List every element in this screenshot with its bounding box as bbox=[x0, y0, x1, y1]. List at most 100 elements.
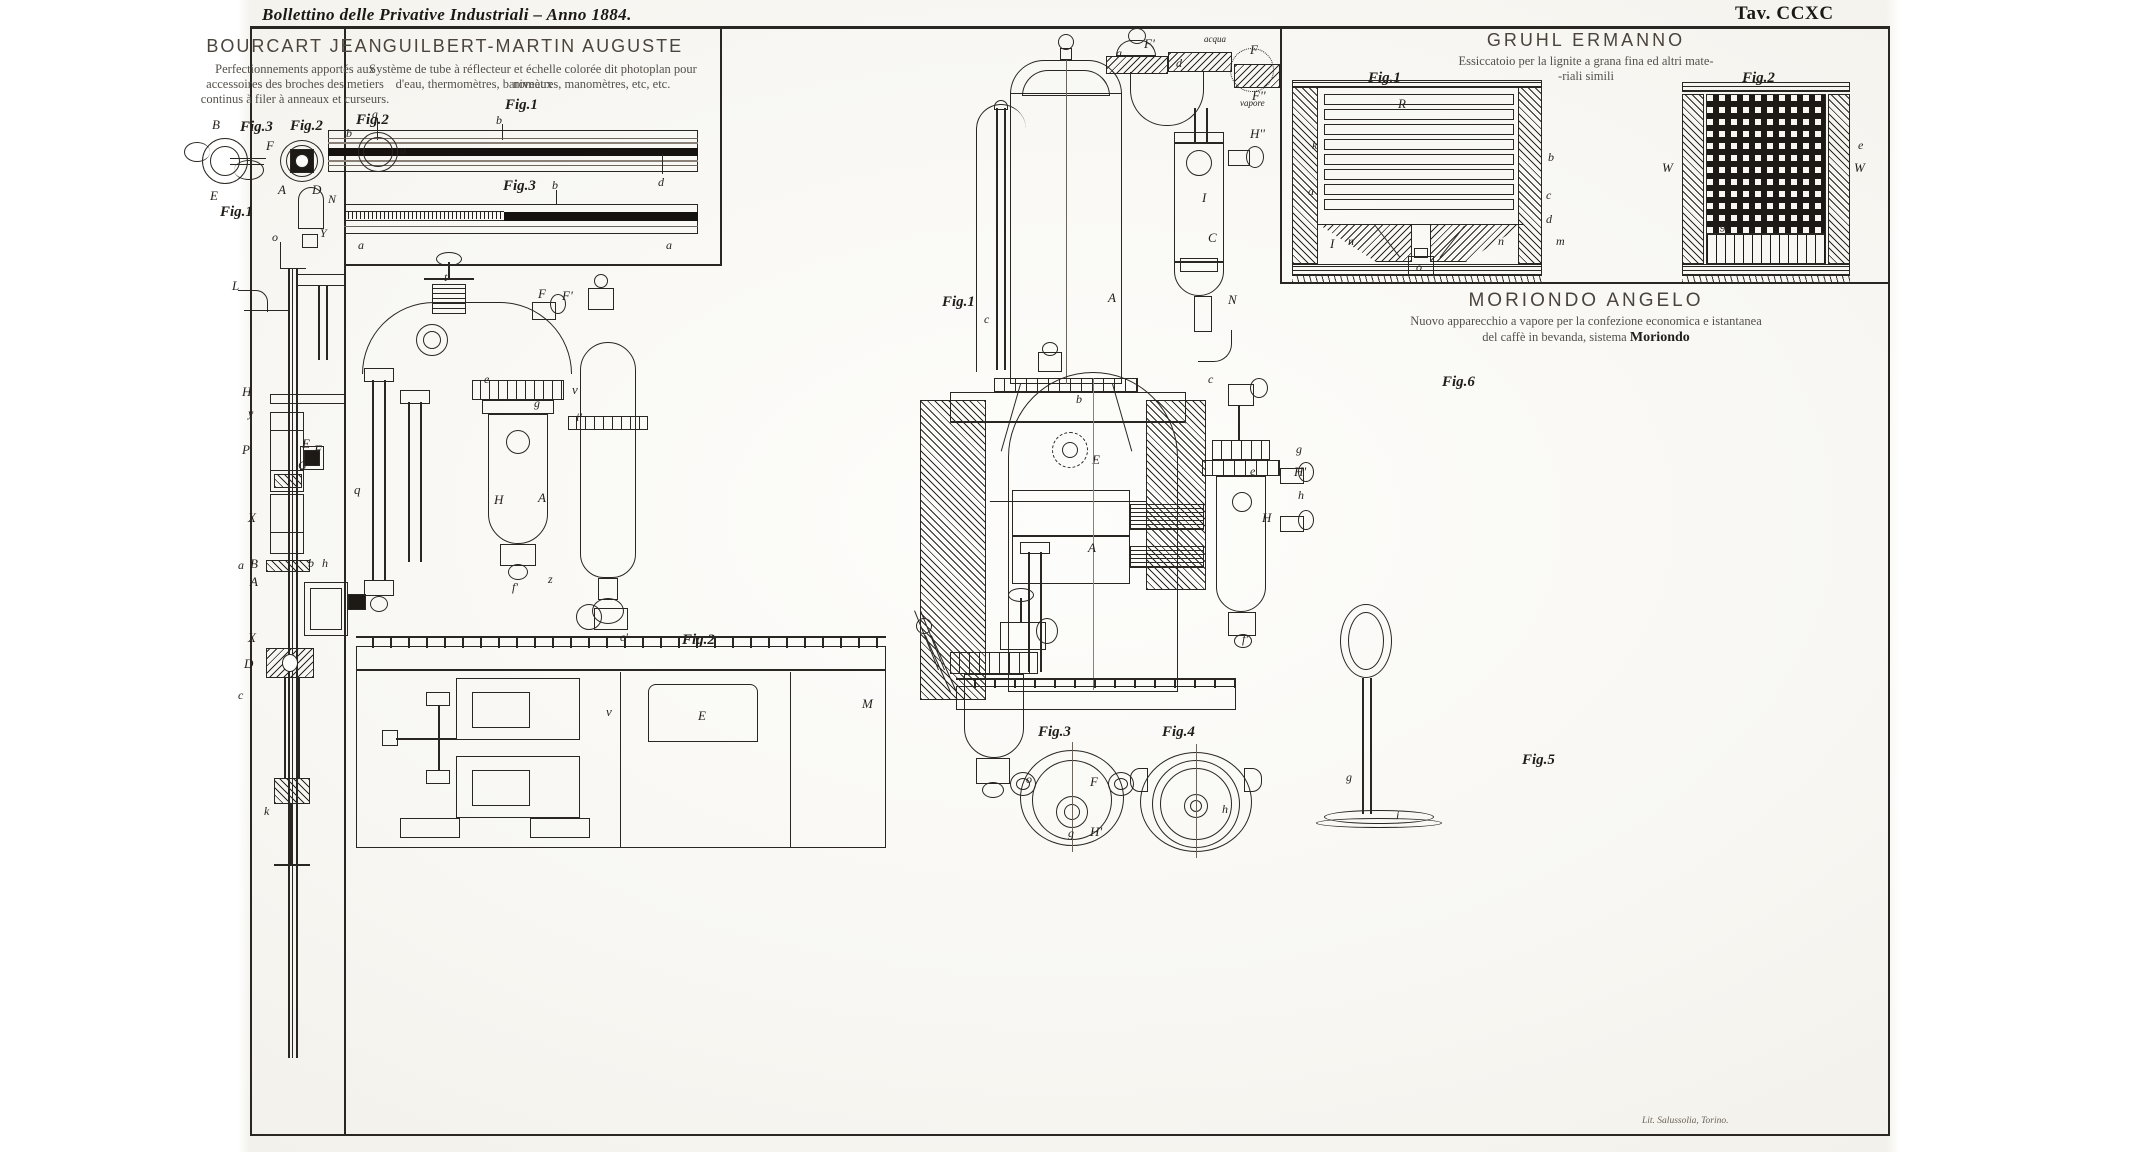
moriondo-right-label-h: h bbox=[1298, 488, 1304, 502]
bourcart-label-A2: A bbox=[250, 574, 258, 589]
guilbert-f3-label-b2: a bbox=[358, 238, 364, 252]
guilbert-f1-label-a: a bbox=[372, 107, 378, 121]
bourcart-desc-line-1: Perfectionnements apportés aux bbox=[215, 62, 375, 76]
bourcart-slide-inner bbox=[310, 588, 342, 630]
gruhl-label-e: e bbox=[1858, 138, 1864, 152]
bourcart-top-beam bbox=[296, 274, 346, 286]
bourcart-ring-block-outline bbox=[300, 446, 324, 470]
moriondo-f1-label-e: e bbox=[484, 372, 490, 386]
guilbert-fig3-label: Fig.3 bbox=[503, 178, 536, 194]
bourcart-label-H: H bbox=[242, 384, 252, 399]
moriondo-desc-line-2: del caffè in bevanda, sistema Moriondo bbox=[1282, 330, 1890, 345]
bourcart-label-X2: X bbox=[248, 630, 256, 645]
divider-bourcart-guilbert bbox=[344, 26, 346, 1134]
bourcart-bobbin-rule2 bbox=[270, 470, 304, 471]
bourcart-bobbin-body bbox=[270, 412, 304, 492]
gruhl-label-R: R bbox=[1398, 96, 1406, 111]
moriondo-label-F: F bbox=[1250, 42, 1258, 57]
moriondo-f2-label-E: v bbox=[606, 704, 612, 719]
moriondo-f5-label-i: i bbox=[1396, 808, 1400, 822]
guilbert-f2-label-a: a bbox=[400, 143, 406, 157]
moriondo-label-C: N bbox=[1228, 292, 1237, 307]
bourcart-fig3-label: Fig.3 bbox=[240, 119, 273, 135]
bourcart-slide-tab bbox=[348, 594, 366, 610]
guilbert-f1-label-b: b bbox=[496, 113, 502, 127]
guilbert-title: GUILBERT-MARTIN AUGUSTE bbox=[382, 36, 684, 56]
bourcart-label-B: B bbox=[212, 117, 220, 132]
moriondo-f3-label-g: g bbox=[1068, 826, 1074, 840]
gruhl-label-a: a bbox=[1308, 184, 1314, 198]
moriondo-label-Fp: F' bbox=[1144, 36, 1155, 51]
bourcart-flange-outline bbox=[266, 560, 310, 572]
guilbert-fig1-label: Fig.1 bbox=[505, 97, 538, 113]
gruhl-label-g: g bbox=[1720, 218, 1726, 232]
moriondo-label-I: C bbox=[1208, 230, 1217, 245]
bourcart-ring-block bbox=[304, 450, 320, 466]
moriondo-label-vapore: vapore bbox=[1240, 98, 1265, 108]
bourcart-lower-joint-bore bbox=[282, 654, 298, 672]
bourcart-lower-bobbin bbox=[270, 494, 304, 554]
gruhl-label-m: m bbox=[1556, 234, 1565, 248]
moriondo-f2-label-N: E bbox=[698, 708, 706, 723]
bourcart-H-plate bbox=[270, 394, 346, 404]
frame-right-rule bbox=[1888, 26, 1890, 1136]
moriondo-label-H: I bbox=[1202, 190, 1207, 205]
bourcart-label-A: A bbox=[278, 182, 286, 197]
bourcart-label-h: h bbox=[322, 556, 328, 570]
bourcart-label-o: Y bbox=[320, 226, 327, 240]
moriondo-label-Fpp: F'' bbox=[1252, 88, 1266, 103]
bourcart-label-L: L bbox=[232, 278, 240, 293]
moriondo-f4-label-h: h bbox=[1222, 802, 1228, 816]
guilbert-f3-label-a2: a bbox=[666, 238, 672, 252]
moriondo-label-acqua: acqua bbox=[1204, 34, 1226, 44]
bourcart-label-N: N bbox=[328, 192, 337, 206]
moriondo-label-d: d bbox=[1176, 56, 1182, 70]
bourcart-title: BOURCART JEAN bbox=[206, 36, 384, 56]
drawing-area: BOURCART JEAN Perfectionnements apportés… bbox=[184, 12, 1890, 1140]
bourcart-label-D2: D bbox=[244, 656, 254, 671]
bourcart-beam-post2 bbox=[326, 286, 328, 360]
gruhl-label-b: b bbox=[1548, 150, 1554, 164]
moriondo-desc-line-1: Nuovo apparecchio a vapore per la confez… bbox=[1410, 314, 1762, 328]
moriondo-f1-label-c2: c bbox=[1208, 372, 1214, 386]
guilbert-f2-tick-b: b bbox=[346, 126, 352, 140]
bourcart-label-a: a bbox=[238, 558, 244, 572]
gruhl-label-c: c bbox=[1546, 188, 1552, 202]
bourcart-label-Y: o bbox=[272, 230, 278, 244]
bourcart-label-E: E bbox=[210, 188, 218, 203]
gruhl-label-W1: W bbox=[1662, 160, 1673, 175]
bourcart-beam-post bbox=[318, 286, 320, 360]
bourcart-label-F2: F bbox=[314, 442, 322, 458]
moriondo-title: MORIONDO ANGELO bbox=[1468, 290, 1704, 311]
moriondo-f1-label-Hp: v bbox=[572, 382, 578, 397]
gruhl-label-o: o bbox=[1416, 260, 1422, 274]
bourcart-label-y: y bbox=[248, 406, 254, 420]
moriondo-label-a: a bbox=[1116, 46, 1122, 60]
moriondo-f1-label-H-left: H bbox=[494, 492, 504, 507]
frame-top-rule bbox=[250, 26, 1890, 29]
bourcart-label-P: P bbox=[242, 442, 250, 457]
gruhl-desc-line-2: -riali simili bbox=[1558, 69, 1614, 83]
moriondo-fig3-label: Fig.3 bbox=[1038, 724, 1071, 740]
moriondo-f1-label-c: c bbox=[984, 312, 990, 326]
moriondo-label-Hpp: H'' bbox=[1250, 126, 1265, 141]
bourcart-lower-joint-outline bbox=[266, 648, 314, 678]
moriondo-fig4-label: Fig.4 bbox=[1162, 724, 1195, 740]
moriondo-f1-label-A-left: A bbox=[538, 490, 546, 505]
bourcart-shaft-r bbox=[298, 678, 300, 778]
bourcart-label-B2: B bbox=[250, 556, 258, 571]
bourcart-label-b: b bbox=[308, 556, 314, 570]
guilbert-f1-leader-a bbox=[377, 118, 378, 140]
bourcart-label-G: G bbox=[298, 458, 307, 472]
bourcart-desc-line-2: accessoires des broches des metiers bbox=[206, 77, 384, 91]
moriondo-right-label-f: f' bbox=[1242, 632, 1248, 646]
guilbert-f1-label-d: d bbox=[658, 175, 664, 189]
moriondo-right-label-H: H bbox=[1262, 510, 1272, 525]
moriondo-f1-label-g: g bbox=[534, 396, 540, 410]
bourcart-foot-base bbox=[274, 864, 310, 866]
moriondo-system-name: Moriondo bbox=[1629, 330, 1690, 345]
guilbert-desc-line-2: d'eau, thermomètres, baromètres, manomèt… bbox=[395, 77, 671, 91]
guilbert-f1-leader-d bbox=[662, 154, 663, 174]
guilbert-f1-leader-b bbox=[502, 124, 503, 140]
